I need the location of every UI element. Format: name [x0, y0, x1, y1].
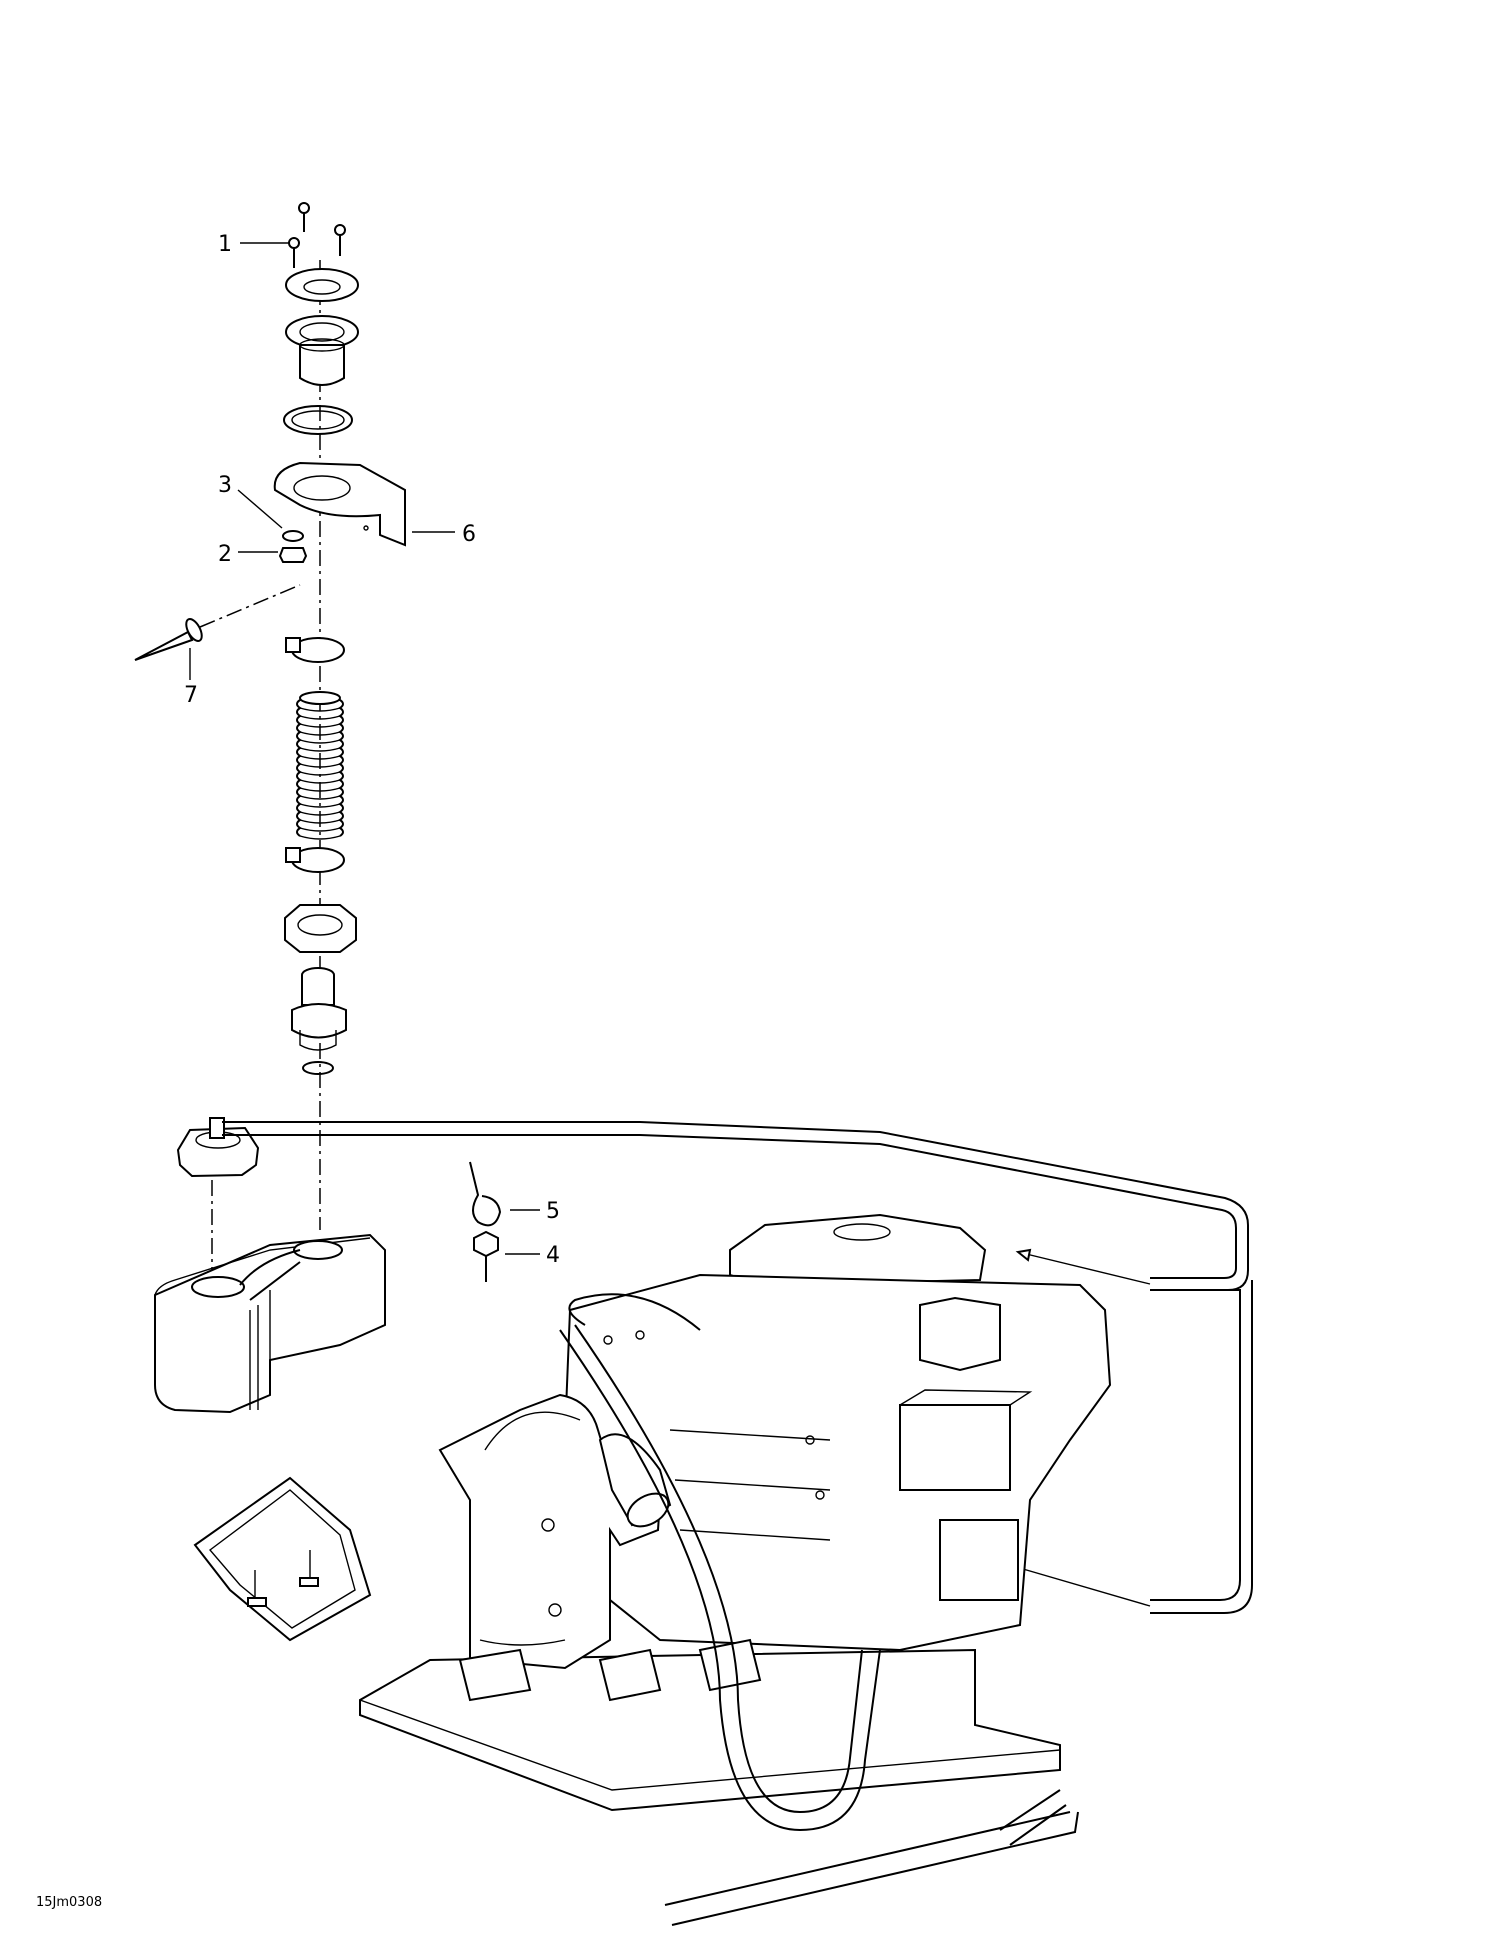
o-ring [302, 1061, 334, 1075]
filler-neck [285, 315, 359, 386]
hose-opening [299, 691, 341, 705]
oil-reservoir [154, 1233, 386, 1414]
hose-ring [299, 739, 341, 744]
callout-3: 3 [218, 473, 232, 498]
engine-assembly [359, 1213, 1112, 1926]
hose-ring [299, 755, 341, 760]
washer [282, 530, 304, 542]
hose-ring [299, 747, 341, 752]
callout-4: 4 [546, 1243, 560, 1268]
plastic-rivet [134, 618, 203, 661]
hose-wall-left [296, 699, 302, 837]
vent-tube [222, 1121, 1249, 1291]
drawing-code: 15Jm0308 [36, 1895, 102, 1910]
hose-ring [299, 819, 341, 824]
tapping-screw [473, 1230, 499, 1282]
nut [278, 547, 308, 563]
hose-ring [299, 827, 341, 832]
hose-ring [299, 731, 341, 736]
hose-ring [299, 771, 341, 776]
callout-2: 2 [218, 542, 232, 567]
hose-ring [299, 811, 341, 816]
reservoir-cap [176, 1117, 260, 1178]
tank-support-bracket [193, 1476, 372, 1642]
screw-2 [288, 237, 300, 268]
support-bracket [273, 461, 406, 547]
hose-ring [299, 803, 341, 808]
vent-tube-lower [1150, 1280, 1253, 1614]
hose-wall-right [338, 699, 344, 837]
hose-ring [299, 707, 341, 712]
flange-plate [285, 268, 359, 302]
callout-1: 1 [218, 232, 232, 257]
lock-nut [284, 904, 357, 953]
hose-ring [299, 779, 341, 784]
screw-1 [298, 202, 310, 232]
gasket [283, 405, 353, 435]
callout-6: 6 [462, 522, 476, 547]
hose-ring [299, 715, 341, 720]
hose-clamp-lower [285, 847, 345, 873]
callout-5: 5 [546, 1199, 560, 1224]
rivet-axis [199, 584, 301, 628]
callout-7: 7 [184, 683, 198, 708]
leader-3 [237, 489, 283, 529]
cable-tie [469, 1161, 502, 1227]
hose-ring [299, 763, 341, 768]
hull-fitting [291, 967, 347, 1051]
routing-arrow-upper [1017, 1251, 1151, 1285]
hose-ring [299, 787, 341, 792]
corrugated-hose [296, 691, 344, 840]
hose-ring [299, 723, 341, 728]
hose-ring [299, 835, 341, 840]
hose-ring [299, 795, 341, 800]
hose-clamp-upper [285, 637, 345, 663]
screw-3 [334, 224, 346, 256]
